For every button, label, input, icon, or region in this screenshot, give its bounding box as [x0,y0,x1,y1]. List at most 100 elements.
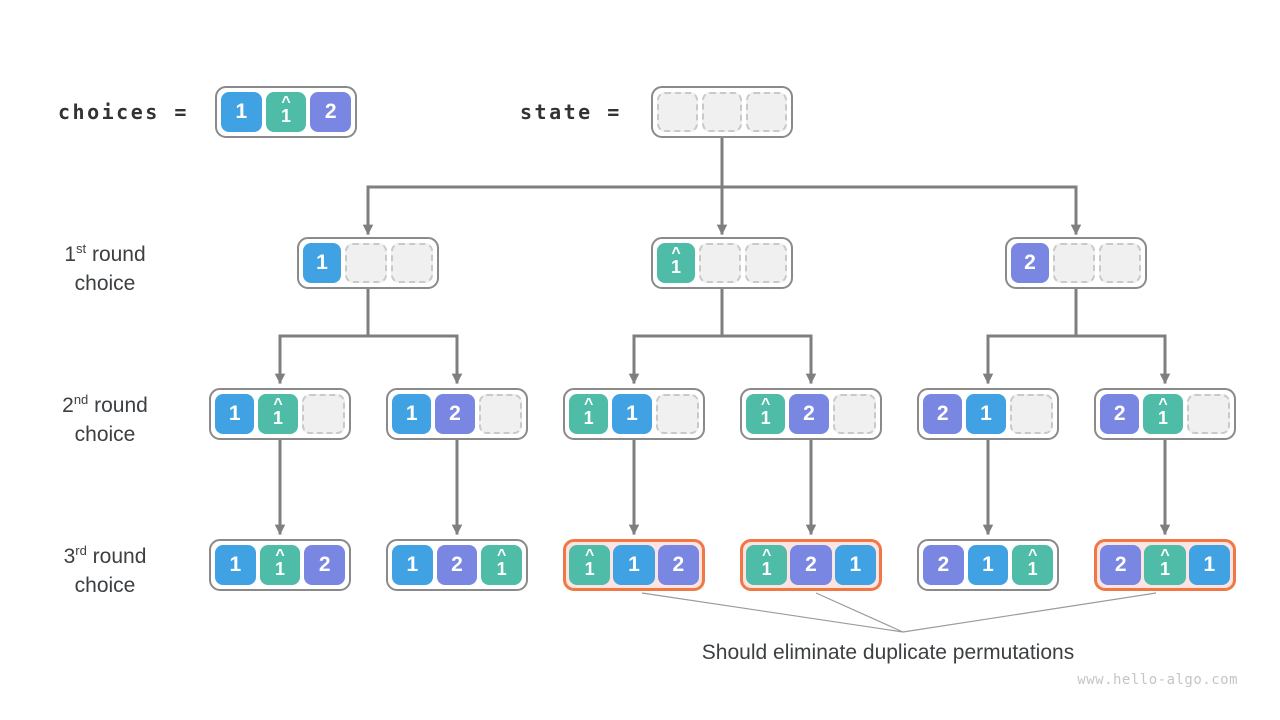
hat-mark: ^ [497,547,507,564]
empty-slot [701,92,743,132]
cell-1: 1 [1188,545,1230,585]
cell-2: 2 [790,545,832,585]
cell-2: 2 [657,545,699,585]
cell-value: 1 [272,408,283,428]
empty-slot [1186,394,1230,434]
empty-slot [1053,243,1095,283]
cell-1: 1 [215,394,255,434]
cell-1-hat: ^1 [569,545,611,585]
state-box-r2-1: 1^1 [209,388,351,440]
empty-slot [1009,394,1053,434]
hat-mark: ^ [1028,547,1038,564]
empty-slot [1099,243,1141,283]
cell-1-hat: ^1 [265,92,307,132]
empty-slot [657,92,698,132]
state-label: state = [520,100,622,124]
choices-label: choices = [58,100,189,124]
cell-2: 2 [435,394,475,434]
hat-mark: ^ [281,94,291,111]
cell-value: 1 [670,257,681,277]
empty-slot [655,394,699,434]
empty-slot [391,243,433,283]
cell-1-hat: ^1 [1144,545,1186,585]
cell-1: 1 [967,545,1009,585]
empty-slot [345,243,387,283]
cell-value: 1 [584,559,595,579]
state-box-r1-1: 1 [297,237,439,289]
round-label-2-line1: 2nd round [62,392,148,417]
hat-mark: ^ [583,396,594,413]
cell-value: 1 [281,106,292,126]
cell-1: 1 [966,394,1006,434]
hat-mark: ^ [761,547,772,564]
watermark: www.hello-algo.com [1077,672,1238,688]
empty-slot [745,243,787,283]
duplicate-permutations-note: Should eliminate duplicate permutations [701,641,1075,664]
cell-value: 1 [496,559,507,579]
round-label-1-line1: 1st round [64,241,146,266]
hat-mark: ^ [273,396,283,413]
round-label-2-line2: choice [74,423,136,446]
hat-mark: ^ [671,245,681,262]
cell-1-hat: ^1 [481,545,523,585]
cell-1-hat: ^1 [569,394,609,434]
cell-2: 2 [1011,243,1049,283]
empty-slot [746,92,788,132]
hat-mark: ^ [584,547,595,564]
state-root-box [651,86,793,138]
cell-2: 2 [1100,545,1142,585]
cell-1-hat: ^1 [1143,394,1183,434]
cell-value: 1 [583,408,594,428]
hat-mark: ^ [275,547,285,564]
hat-mark: ^ [1158,396,1168,413]
hat-mark: ^ [1160,547,1170,564]
cell-1-hat: ^1 [657,243,695,283]
cell-2: 2 [1100,394,1140,434]
cell-2: 2 [436,545,478,585]
round-label-1-line2: choice [74,272,136,295]
cell-value: 1 [1159,559,1170,579]
state-box-r2-6: 2^1 [1094,388,1236,440]
cell-1: 1 [392,545,433,585]
empty-slot [699,243,741,283]
round-label-2: 2nd round choice [25,385,185,449]
cell-2: 2 [923,545,964,585]
state-box-r1-2: ^1 [651,237,793,289]
cell-1-hat: ^1 [259,545,301,585]
cell-1: 1 [392,394,432,434]
empty-slot [478,394,522,434]
cell-1: 1 [612,394,652,434]
cell-1: 1 [215,545,256,585]
cell-2: 2 [304,545,346,585]
cell-value: 1 [1027,559,1038,579]
round-label-3: 3rd round choice [25,536,185,600]
cell-2: 2 [923,394,963,434]
cell-1: 1 [303,243,341,283]
state-box-r1-3: 2 [1005,237,1147,289]
hat-mark: ^ [760,396,771,413]
cell-value: 1 [275,559,286,579]
cell-1: 1 [613,545,655,585]
cell-1-hat: ^1 [1012,545,1054,585]
cell-1-hat: ^1 [746,394,786,434]
cell-2: 2 [310,92,352,132]
cell-1: 1 [221,92,262,132]
cell-2: 2 [789,394,829,434]
round-label-1: 1st round choice [25,234,185,298]
cell-1-hat: ^1 [746,545,788,585]
cell-value: 1 [761,559,772,579]
empty-slot [301,394,345,434]
